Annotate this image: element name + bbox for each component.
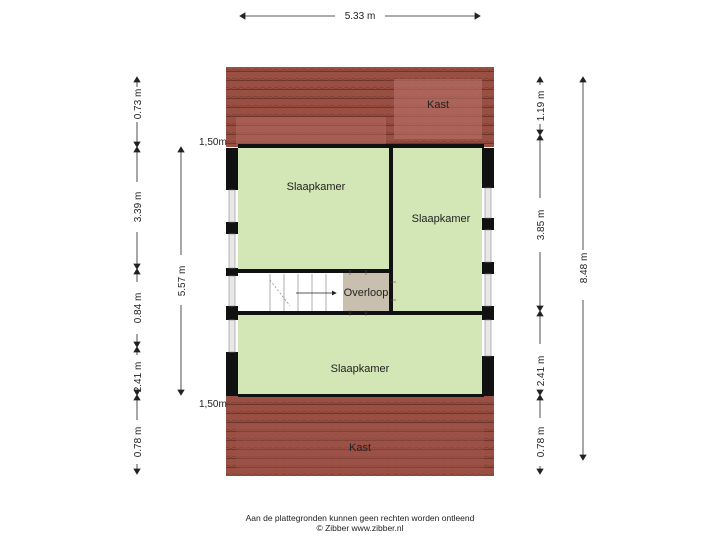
dimension-width: [239, 12, 481, 20]
dimension-width-label: 5.33 m: [345, 11, 376, 22]
room-slaapkamer-right: [393, 147, 482, 311]
dim-left-0: 0.73 m: [133, 89, 144, 120]
height-mark-bottom: 1,50m: [199, 399, 227, 410]
dimension-total-height: [579, 76, 587, 461]
dim-right-0: 1.19 m: [536, 91, 547, 122]
dim-right-3: 0.78 m: [536, 427, 547, 458]
dim-right-2: 2.41 m: [536, 356, 547, 387]
staircase: [269, 274, 327, 311]
stair-area: [238, 273, 342, 312]
dim-left-2: 0.84 m: [133, 293, 144, 324]
label-slaapkamer-left: Slaapkamer: [287, 181, 346, 193]
landing-door-ticks: [349, 270, 396, 316]
label-overloop: Overloop: [344, 287, 389, 299]
dim-inner-left: 5.57 m: [177, 266, 188, 297]
room-overloop: [343, 272, 390, 312]
height-mark-top: 1,50m: [199, 137, 227, 148]
label-kast-top: Kast: [427, 99, 449, 111]
label-slaapkamer-right: Slaapkamer: [412, 213, 471, 225]
kast-bottom-area: [236, 424, 484, 470]
dimension-left-chain: [133, 76, 141, 475]
label-slaapkamer-bottom: Slaapkamer: [331, 363, 390, 375]
walls: [226, 144, 494, 397]
disclaimer-text: Aan de plattegronden kunnen geen rechten…: [245, 513, 475, 523]
dim-right-1: 3.85 m: [536, 210, 547, 241]
roof-bottom: [226, 396, 494, 476]
room-slaapkamer-left: [238, 147, 390, 271]
dim-left-3: 2.41 m: [133, 362, 144, 393]
dimension-inner-left: [177, 146, 185, 396]
dim-total-height: 8.48 m: [579, 253, 590, 284]
kast-top-area: [394, 79, 482, 139]
roof-band-top-light: [236, 117, 386, 145]
copyright-link[interactable]: © Zibber www.zibber.nl: [316, 523, 404, 533]
windows: [228, 187, 492, 357]
room-slaapkamer-bottom: [238, 315, 482, 396]
dim-left-1: 3.39 m: [133, 192, 144, 223]
label-kast-bottom: Kast: [349, 442, 371, 454]
dimension-right-chain: [536, 76, 544, 475]
dim-left-4: 0.78 m: [133, 427, 144, 458]
